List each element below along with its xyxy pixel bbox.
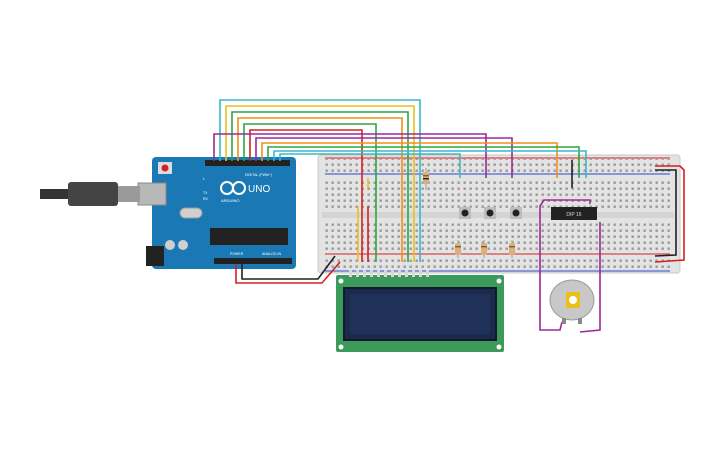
wire-motor-1[interactable] — [539, 199, 591, 331]
dc-motor-icon[interactable] — [549, 279, 595, 324]
tx-label: TX — [203, 191, 208, 195]
wire-rail-plus[interactable] — [654, 165, 685, 263]
wire-5v[interactable] — [235, 261, 341, 284]
wire-cyan-chip[interactable] — [273, 150, 587, 178]
motor-driver-chip[interactable]: DIP 16 — [551, 207, 597, 220]
resistor-button-2[interactable] — [481, 240, 487, 258]
rx-label: RX — [203, 197, 209, 201]
analog-label: ANALOG IN — [262, 252, 282, 256]
atmega-chip — [210, 228, 288, 245]
breadboard[interactable] — [317, 154, 681, 274]
lcd-16x2-display[interactable] — [336, 270, 504, 352]
wire-gnd[interactable] — [241, 255, 336, 280]
resistor-button-3[interactable] — [509, 240, 515, 258]
wire-green-chip[interactable] — [267, 146, 580, 178]
power-wires — [235, 165, 685, 284]
power-analog-header[interactable] — [214, 258, 292, 264]
arduino-uno-board[interactable]: UNO ARDUINO DIGITAL (PWM~) POWER ANALOG … — [137, 157, 296, 269]
reset-button-icon[interactable] — [158, 162, 172, 174]
wire-rail-minus[interactable] — [654, 169, 677, 257]
wire-orange-lcd[interactable] — [237, 117, 403, 262]
power-label: POWER — [230, 252, 244, 256]
motor-wires — [539, 199, 601, 333]
digital-wires — [213, 99, 587, 262]
wire-green-lcd-2[interactable] — [243, 123, 377, 262]
push-button-3[interactable] — [510, 207, 522, 219]
usb-cable-icon — [40, 182, 140, 206]
board-brand-text: ARDUINO — [221, 198, 239, 203]
push-button-1[interactable] — [459, 207, 471, 219]
push-button-2[interactable] — [484, 207, 496, 219]
chip-label: DIP 16 — [566, 212, 581, 218]
resistor-button-1[interactable] — [455, 240, 461, 258]
wire-cyan-button-0[interactable] — [279, 153, 461, 178]
digital-header[interactable] — [205, 160, 290, 166]
wire-motor-2[interactable] — [579, 222, 601, 333]
wire-green-lcd[interactable] — [231, 111, 409, 262]
wire-cyan-lcd[interactable] — [219, 99, 421, 262]
wire-orange-chip[interactable] — [261, 142, 558, 178]
l-label: L — [203, 177, 205, 181]
digital-label: DIGITAL (PWM~) — [245, 173, 272, 177]
wire-purple-button-2[interactable] — [255, 137, 513, 178]
arduino-logo-icon — [220, 181, 246, 195]
board-model-text: UNO — [248, 184, 270, 195]
resistor-lcd-contrast[interactable] — [423, 168, 429, 190]
wire-red-lcd[interactable] — [249, 129, 363, 262]
wire-purple-button-1[interactable] — [213, 133, 487, 178]
